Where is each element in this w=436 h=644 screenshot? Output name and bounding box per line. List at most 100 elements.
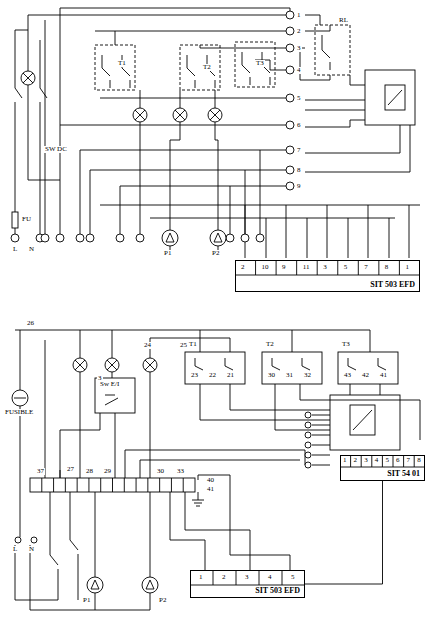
callout-number: L — [12, 246, 18, 253]
cell-line — [235, 275, 420, 276]
callout-number: P1 — [163, 250, 172, 257]
callout-number: 25 — [179, 342, 188, 349]
terminal — [286, 27, 294, 35]
callout-number: 6 — [395, 457, 401, 464]
callout-number: 37 — [36, 468, 45, 475]
wire — [15, 330, 420, 610]
lamp-cross — [135, 110, 145, 120]
callout-number: 3 — [296, 45, 302, 52]
cell-line — [171, 478, 172, 492]
callout-number: 5 — [290, 574, 296, 581]
cell-line — [350, 455, 351, 467]
switch-box — [95, 378, 135, 413]
pump-triangle — [214, 233, 222, 242]
terminal — [286, 94, 294, 102]
terminal — [136, 234, 144, 242]
terminal — [116, 234, 124, 242]
callout-number: 3 — [322, 264, 328, 271]
relay-box — [262, 352, 322, 384]
callout-number: T2 — [202, 64, 212, 71]
cell-line — [282, 570, 283, 585]
module-name: SIT 54 01 — [387, 470, 420, 478]
terminal — [56, 234, 64, 242]
callout-number: 8 — [296, 167, 302, 174]
lamp-symbol — [208, 108, 222, 122]
terminal — [286, 44, 294, 52]
cell-line — [124, 478, 125, 492]
callout-number: 8 — [384, 264, 390, 271]
callout-number: 2 — [221, 574, 227, 581]
terminal — [286, 66, 294, 74]
callout-number: 24 — [143, 342, 152, 349]
ground-symbol — [192, 500, 204, 506]
callout-number: 4 — [374, 457, 380, 464]
terminal — [305, 452, 311, 458]
callout-number: T1 — [188, 341, 198, 348]
terminal — [76, 234, 84, 242]
cell-line — [317, 260, 318, 275]
cell-line — [159, 478, 160, 492]
cell-line — [88, 478, 89, 492]
terminal — [305, 432, 311, 438]
callout-number: 43 — [343, 372, 352, 379]
lamp-symbol — [105, 358, 119, 372]
callout-number: 30 — [156, 468, 165, 475]
control-relay-coil — [353, 410, 372, 430]
switch-contact — [105, 395, 118, 405]
callout-number: 11 — [302, 264, 311, 271]
callout-number: 26 — [26, 320, 35, 327]
lamp-cross — [107, 360, 117, 370]
cell-line — [183, 478, 184, 492]
callout-number: 23 — [190, 372, 199, 379]
callout-number: 4 — [296, 67, 302, 74]
callout-number: 5 — [296, 95, 302, 102]
terminal — [305, 442, 311, 448]
pump-triangle — [91, 580, 99, 589]
callout-number: P1 — [82, 597, 91, 604]
pump-symbol — [162, 230, 178, 246]
relay-contact — [195, 358, 386, 370]
callout-number: 22 — [208, 372, 217, 379]
callout-number: 6 — [296, 122, 302, 129]
fuse-symbol — [12, 212, 18, 228]
callout-number: 3 — [363, 457, 369, 464]
callout-number: 2 — [240, 264, 246, 271]
callout-number: T1 — [117, 60, 127, 67]
cell-line — [378, 260, 379, 275]
relay-box — [95, 45, 135, 90]
callout-number: 31 — [285, 372, 294, 379]
terminal — [286, 182, 294, 190]
callout-number: 3 — [244, 574, 250, 581]
cell-line — [414, 455, 415, 467]
terminal — [86, 234, 94, 242]
lamp-symbol — [21, 71, 35, 85]
cell-line — [403, 455, 404, 467]
lamp-symbol — [173, 108, 187, 122]
callout-number: 28 — [85, 468, 94, 475]
wire — [15, 8, 420, 258]
terminal — [305, 422, 311, 428]
lamp-cross — [145, 360, 155, 370]
pump-symbol — [210, 230, 226, 246]
lamp-symbol — [73, 358, 87, 372]
callout-number: 1 — [198, 574, 204, 581]
lamp-cross — [175, 110, 185, 120]
callout-number: Sw E/I — [99, 381, 120, 388]
pump-triangle — [166, 233, 174, 242]
callout-number: 40 — [206, 477, 215, 484]
callout-number: 7 — [296, 147, 302, 154]
fuse-lamp-filament — [14, 398, 26, 399]
callout-number: 41 — [379, 372, 388, 379]
callout-number: 8 — [416, 457, 422, 464]
cell-line — [77, 478, 78, 492]
callout-number: 5 — [384, 457, 390, 464]
callout-number: 4 — [267, 574, 273, 581]
module-name: SIT 503 EFD — [370, 281, 415, 289]
terminal — [286, 11, 294, 19]
terminal — [286, 121, 294, 129]
terminal — [11, 234, 19, 242]
terminal — [241, 234, 249, 242]
terminal — [15, 537, 21, 543]
